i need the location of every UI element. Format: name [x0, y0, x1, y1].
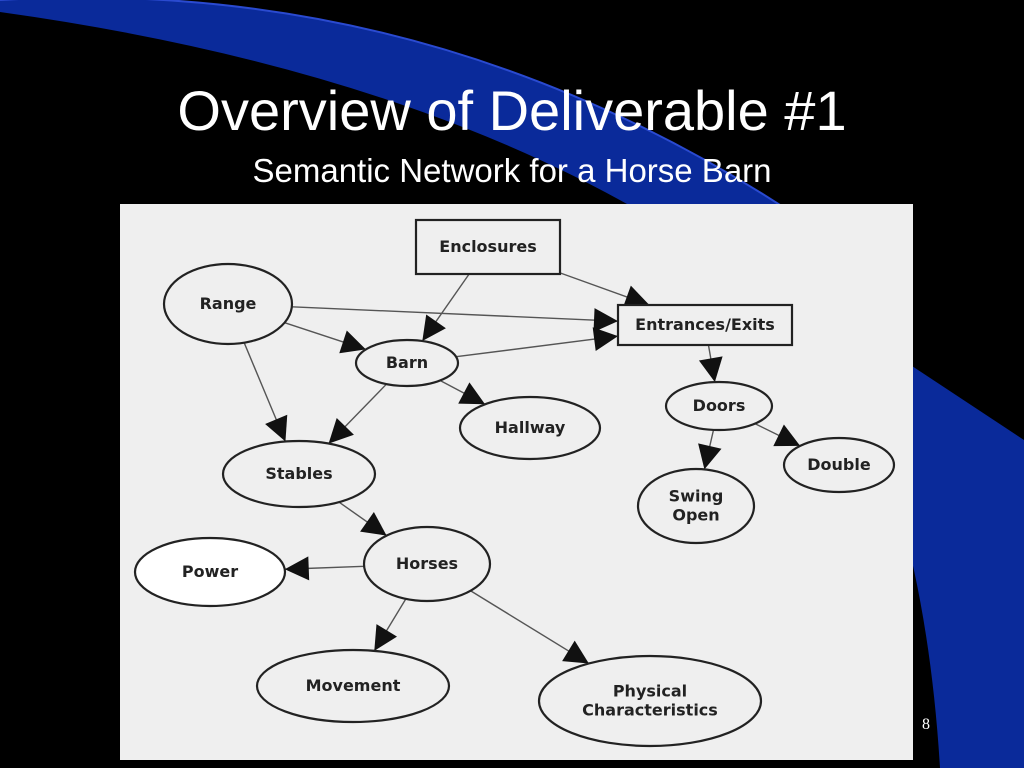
- arrowhead: [698, 443, 722, 470]
- node-shape: [414, 218, 562, 276]
- node-movement: Movement: [255, 648, 451, 724]
- node-label: Movement: [306, 676, 401, 695]
- edge-enclosures-to-entrances: [559, 272, 650, 309]
- node-entrances: Entrances/Exits: [616, 303, 794, 347]
- arrowhead: [562, 640, 589, 664]
- arrowhead: [458, 382, 486, 405]
- arrowhead: [593, 308, 618, 333]
- node-stables: Stables: [221, 439, 377, 509]
- arrowhead: [773, 424, 801, 447]
- node-shape: [782, 436, 896, 494]
- node-label: Range: [200, 294, 257, 313]
- node-label: Stables: [265, 464, 332, 483]
- node-barn: Barn: [354, 338, 460, 388]
- arrowhead: [374, 624, 397, 651]
- edge-line: [455, 335, 619, 358]
- edge-doors-to-double: [754, 423, 801, 447]
- arrowhead: [328, 418, 354, 444]
- node-shape: [537, 654, 763, 748]
- edge-range-to-stables: [243, 342, 288, 442]
- edge-entrances-to-doors: [698, 344, 723, 383]
- node-label: Horses: [396, 554, 458, 573]
- edge-barn-to-hallway: [439, 379, 486, 405]
- node-shape: [616, 303, 794, 347]
- edge-doors-to-swing: [698, 429, 722, 470]
- edge-horses-to-power: [284, 556, 365, 581]
- node-enclosures: Enclosures: [414, 218, 562, 276]
- edge-range-to-barn: [284, 321, 367, 354]
- arrowhead: [698, 356, 723, 383]
- node-label: Power: [182, 562, 238, 581]
- node-shape: [664, 380, 774, 432]
- node-range: Range: [162, 262, 294, 346]
- edge-enclosures-to-barn: [421, 273, 470, 342]
- node-double: Double: [782, 436, 896, 494]
- edge-line: [291, 306, 619, 322]
- node-shape: [636, 467, 756, 545]
- node-shape: [221, 439, 377, 509]
- edge-barn-to-stables: [328, 383, 388, 445]
- node-label: Hallway: [495, 418, 566, 437]
- edge-stables-to-horses: [338, 501, 388, 537]
- node-shape: [133, 536, 287, 608]
- edge-barn-to-entrances: [455, 327, 619, 358]
- node-label: Enclosures: [439, 237, 536, 256]
- semantic-network-svg: EnclosuresRangeEntrances/ExitsBarnHallwa…: [133, 218, 896, 748]
- edge-range-to-entrances: [291, 306, 619, 333]
- node-shape: [362, 525, 492, 603]
- slide-number: 8: [922, 716, 930, 733]
- arrowhead: [339, 330, 366, 354]
- arrowhead: [265, 414, 288, 442]
- node-shape: [162, 262, 294, 346]
- node-hallway: Hallway: [458, 395, 602, 461]
- arrowhead: [284, 556, 310, 581]
- node-label: Doors: [693, 396, 746, 415]
- slide-title: Overview of Deliverable #1: [177, 79, 847, 142]
- slide-subtitle: Semantic Network for a Horse Barn: [252, 152, 772, 189]
- arrowhead: [422, 314, 446, 342]
- node-label: Double: [807, 455, 871, 474]
- node-shape: [255, 648, 451, 724]
- arrowhead: [622, 285, 650, 309]
- arrowhead: [360, 511, 387, 536]
- node-horses: Horses: [362, 525, 492, 603]
- node-doors: Doors: [664, 380, 774, 432]
- node-label: Barn: [386, 353, 428, 372]
- edge-horses-to-physical: [470, 590, 590, 665]
- node-shape: [354, 338, 460, 388]
- arrowhead: [592, 327, 618, 352]
- node-label: Entrances/Exits: [635, 315, 775, 334]
- node-shape: [458, 395, 602, 461]
- edge-horses-to-movement: [373, 598, 407, 652]
- node-power: Power: [133, 536, 287, 608]
